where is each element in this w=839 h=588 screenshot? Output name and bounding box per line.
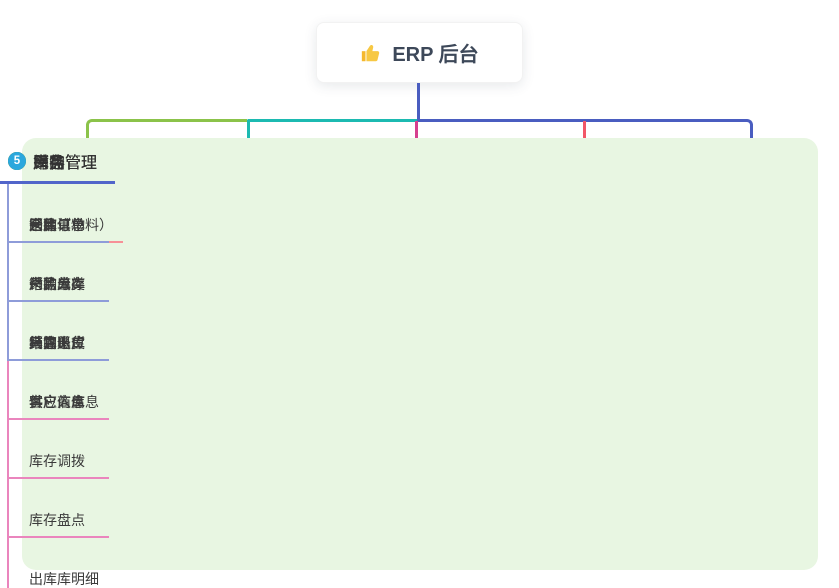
connector-branch-finance bbox=[417, 119, 753, 145]
connector-branch-sales bbox=[247, 119, 419, 145]
branch-items: 回款单 付款单 结算账户 bbox=[7, 184, 109, 361]
item-node[interactable]: 付款单 bbox=[9, 243, 109, 302]
item-node[interactable]: 回款单 bbox=[9, 184, 109, 243]
item-node[interactable]: 出库库明细 bbox=[9, 538, 109, 588]
branch-label: 采购管理 bbox=[33, 155, 98, 172]
item-node[interactable]: 库存调拨 bbox=[9, 420, 109, 479]
connector-branch-inventory bbox=[415, 121, 418, 145]
connector-branch-purchase bbox=[86, 119, 247, 145]
branch-label: 产品管理 bbox=[33, 155, 98, 172]
branches-panel bbox=[22, 138, 818, 570]
root-node-label: ERP 后台 bbox=[392, 44, 479, 66]
branch-label: 财务管理 bbox=[33, 155, 98, 172]
connector-branch-product bbox=[583, 121, 586, 145]
branch-node-finance[interactable]: 5 财务管理 bbox=[0, 146, 115, 184]
branch-label: 销售管理 bbox=[33, 155, 98, 172]
badge-5-icon: 5 bbox=[8, 152, 26, 170]
item-node[interactable]: 结算账户 bbox=[9, 302, 109, 361]
root-node-erp[interactable]: ERP 后台 bbox=[316, 22, 523, 83]
branch-finance: 5 财务管理 回款单 付款单 结算账户 bbox=[0, 146, 115, 361]
branch-items: 仓库信息 产品库存 其它出库 其它入库 库存调拨 库存盘点 出库库明细 bbox=[7, 184, 109, 588]
item-node[interactable]: 库存盘点 bbox=[9, 479, 109, 538]
thumbs-up-icon bbox=[360, 42, 382, 64]
connector-root-stem bbox=[417, 83, 420, 121]
branch-label: 库存管理 bbox=[33, 155, 98, 172]
item-node[interactable]: 其它入库 bbox=[9, 361, 109, 420]
